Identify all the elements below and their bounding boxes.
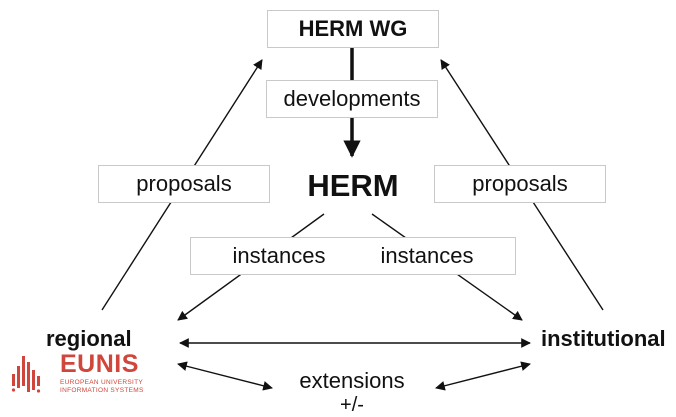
herm-wg-box: HERM WG xyxy=(267,10,439,48)
institutional-label: institutional xyxy=(541,326,666,351)
regional-label: regional xyxy=(46,326,132,351)
proposals-right-label: proposals xyxy=(472,171,568,196)
instances-right-label: instances xyxy=(380,243,474,268)
eunis-logo: EUNIS EUROPEAN UNIVERSITY INFORMATION SY… xyxy=(8,350,158,400)
developments-label: developments xyxy=(283,86,421,111)
extensions-sign: +/- xyxy=(340,394,364,416)
developments-box: developments xyxy=(266,80,438,118)
eunis-logo-mark-icon xyxy=(11,356,41,393)
proposals-left-label: proposals xyxy=(136,171,232,196)
proposals-left-box: proposals xyxy=(98,165,270,203)
eunis-logo-name: EUNIS xyxy=(60,350,139,378)
instances-box: instances instances xyxy=(190,237,516,275)
arrow-regional-extensions xyxy=(177,361,273,391)
eunis-logo-tagline-1: EUROPEAN UNIVERSITY xyxy=(60,379,143,386)
herm-wg-label: HERM WG xyxy=(298,16,408,41)
proposals-right-box: proposals xyxy=(434,165,606,203)
herm-label: HERM xyxy=(307,168,399,203)
extensions-label: extensions xyxy=(299,368,405,393)
instances-left-label: instances xyxy=(232,243,326,268)
arrow-institutional-extensions xyxy=(435,361,531,391)
eunis-logo-tagline-2: INFORMATION SYSTEMS xyxy=(60,387,144,394)
